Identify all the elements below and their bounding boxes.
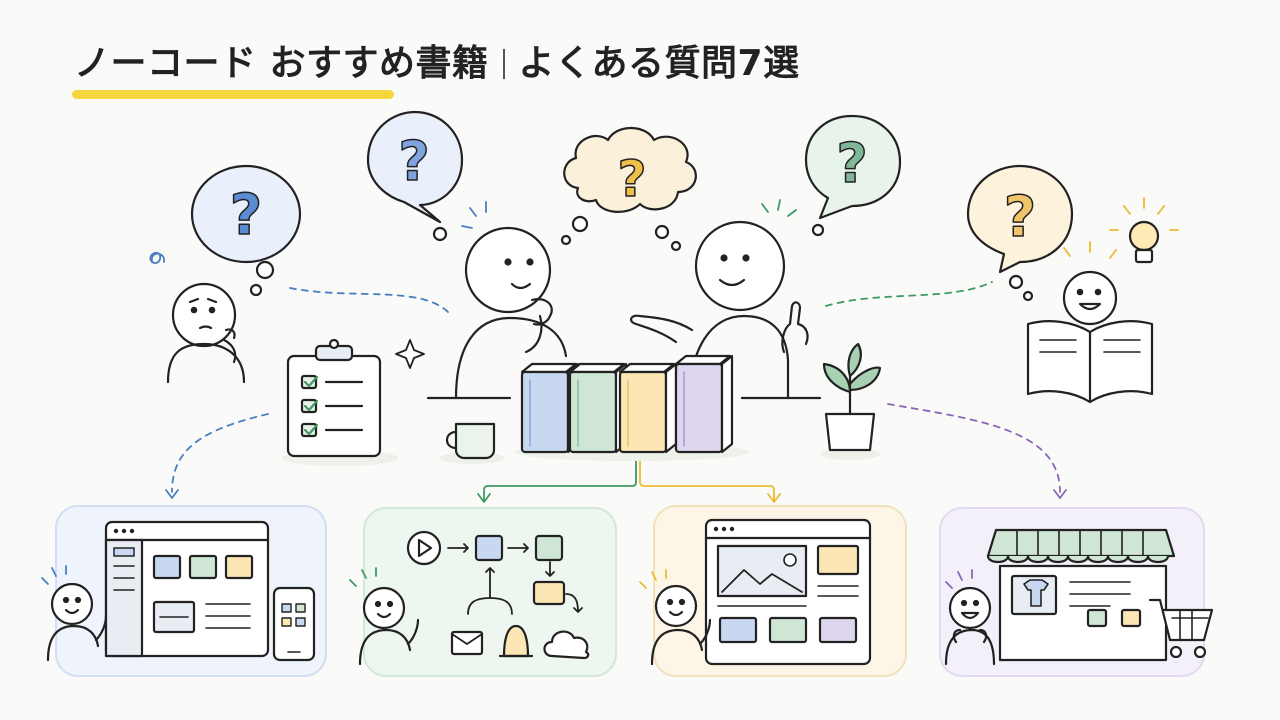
thinking-person <box>454 201 568 400</box>
question-mark-yellow: ? <box>617 150 646 208</box>
happy-person-purple <box>944 569 996 666</box>
dashed-connector-blue-top <box>289 287 449 313</box>
question-bubble-icon: ? <box>366 110 464 242</box>
potted-plant-icon <box>820 342 882 460</box>
dashed-connector-purple <box>887 403 1061 493</box>
tshirt-icon <box>1023 579 1049 607</box>
card-app-builder <box>41 505 327 677</box>
cloud-icon <box>543 630 590 660</box>
question-mark-blue: ? <box>230 183 262 248</box>
pointing-person-yellow <box>639 569 712 666</box>
question-bubble-icon: ? <box>190 164 302 297</box>
card-website <box>639 505 907 677</box>
browser-window-icon <box>704 518 872 666</box>
card-ecommerce <box>939 507 1214 677</box>
page-title: ノーコード おすすめ書籍よくある質問7選 <box>74 40 800 88</box>
clipboard-checklist-icon <box>282 338 398 466</box>
arrowhead-blue <box>165 489 179 499</box>
question-mark-blue-2: ? <box>398 130 429 193</box>
sparkle-icon <box>395 339 425 369</box>
title-separator <box>502 49 505 79</box>
question-mark-green: ? <box>836 132 867 195</box>
hand-on-chin-2 <box>524 298 553 354</box>
book-yellow <box>618 362 678 454</box>
confused-swirl <box>149 251 166 264</box>
title-part-2: よくある質問7選 <box>518 43 800 84</box>
book-purple <box>674 354 734 454</box>
hand-on-chin <box>222 328 237 364</box>
smartphone-icon <box>272 586 316 662</box>
dashed-connector-green <box>825 281 993 307</box>
book-green <box>568 362 628 454</box>
question-bubble-icon: ? <box>804 114 902 237</box>
browser-window-icon <box>104 520 270 658</box>
open-hand <box>630 314 694 344</box>
book-branch-arrows <box>477 457 781 503</box>
confused-person <box>149 251 246 384</box>
question-mark-yellow-2: ? <box>1004 185 1036 250</box>
lightbulb-icon <box>1109 197 1179 264</box>
title-underline <box>72 90 394 99</box>
reading-person <box>1026 241 1154 404</box>
card-automation <box>349 507 617 677</box>
explaining-person <box>630 199 809 400</box>
storefront-icon <box>986 528 1176 662</box>
title-part-1: ノーコード おすすめ書籍 <box>74 43 489 84</box>
shopping-cart-icon <box>1148 598 1214 659</box>
pointing-person-green <box>349 567 420 666</box>
image-icon <box>716 544 808 598</box>
connector-lines <box>171 281 1061 493</box>
arrowhead-purple <box>1053 489 1067 499</box>
bell-icon <box>502 624 530 658</box>
pointing-person-blue <box>41 565 108 662</box>
mug-icon <box>440 422 504 464</box>
pointing-finger <box>781 301 809 354</box>
book-stack-icon <box>514 354 750 461</box>
question-bubble-icon: ? <box>966 164 1074 302</box>
dashed-connector-blue <box>171 413 269 493</box>
question-thought-cloud-icon: ? <box>560 127 697 252</box>
